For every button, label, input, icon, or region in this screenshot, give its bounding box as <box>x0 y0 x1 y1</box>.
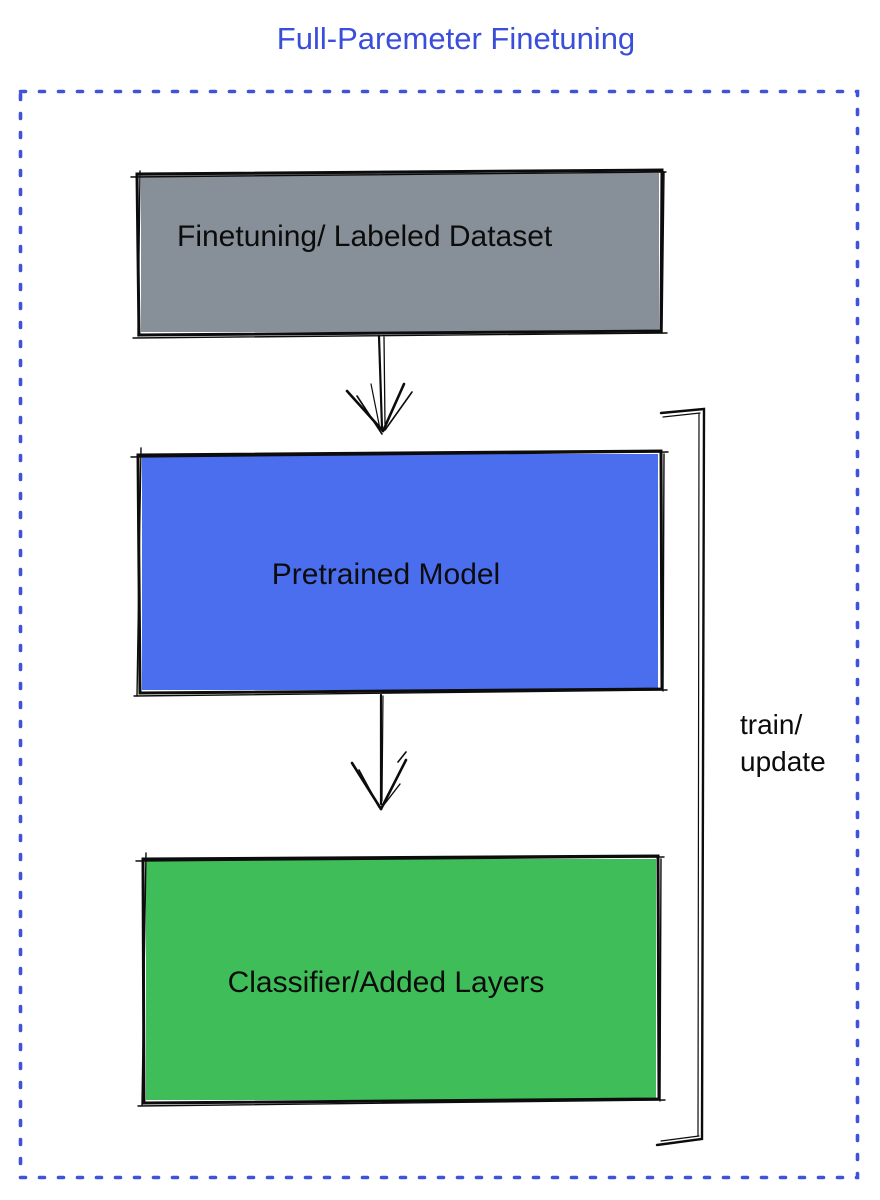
sketch-stroke <box>141 852 147 1106</box>
sketch-stroke <box>135 856 665 862</box>
sketch-stroke <box>130 171 667 178</box>
pretrained-model-border <box>136 449 664 695</box>
pretrained-model-label: Pretrained Model <box>272 558 500 591</box>
sketch-stroke <box>137 1099 666 1107</box>
arrow-head <box>379 758 408 811</box>
arrow-head <box>381 382 406 433</box>
arrow-head <box>345 389 385 433</box>
node-pretrained-model: Pretrained Model <box>130 447 669 697</box>
bracket-line <box>662 412 701 418</box>
sketch-stroke <box>659 858 662 1102</box>
classifier-added-layers-box <box>146 859 656 1100</box>
bracket-line <box>655 407 706 1147</box>
arrow-shaft <box>383 336 386 425</box>
classifier-added-layers-label: Classifier/Added Layers <box>228 966 545 999</box>
sketch-stroke <box>130 451 669 458</box>
node-finetuning-dataset: Finetuning/ Labeled Dataset <box>130 168 668 339</box>
sketch-stroke <box>136 447 142 697</box>
arrow-shaft <box>377 334 384 430</box>
sketch-stroke <box>133 689 668 697</box>
arrow-head <box>397 751 407 763</box>
pretrained-model-box <box>142 454 658 690</box>
dotted-boundary <box>18 89 860 1180</box>
bracket-line <box>660 1135 700 1142</box>
diagram-title: Full-Paremeter Finetuning <box>277 21 635 56</box>
sketch-stroke <box>661 171 665 334</box>
sketch-stroke <box>137 170 141 337</box>
train-update-bracket: train/ update <box>655 407 826 1147</box>
arrow-model-to-classifier <box>350 693 408 811</box>
arrow-head <box>382 783 401 807</box>
arrow-head <box>370 383 381 430</box>
finetuning-dataset-box <box>141 173 659 332</box>
sketch-stroke <box>132 332 668 339</box>
arrow-head <box>384 391 413 431</box>
arrow-dataset-to-model <box>345 334 413 435</box>
bracket-label-line1: train/ <box>740 709 802 740</box>
node-classifier-added-layers: Classifier/Added Layers <box>135 852 666 1107</box>
bracket-label-line2: update <box>740 746 826 777</box>
arrow-head <box>356 395 383 435</box>
sketch-stroke <box>662 453 665 692</box>
arrow-head <box>358 769 380 808</box>
arrow-shaft <box>381 695 384 802</box>
finetuning-dataset-label: Finetuning/ Labeled Dataset <box>177 220 553 253</box>
bracket-line <box>697 413 700 1137</box>
